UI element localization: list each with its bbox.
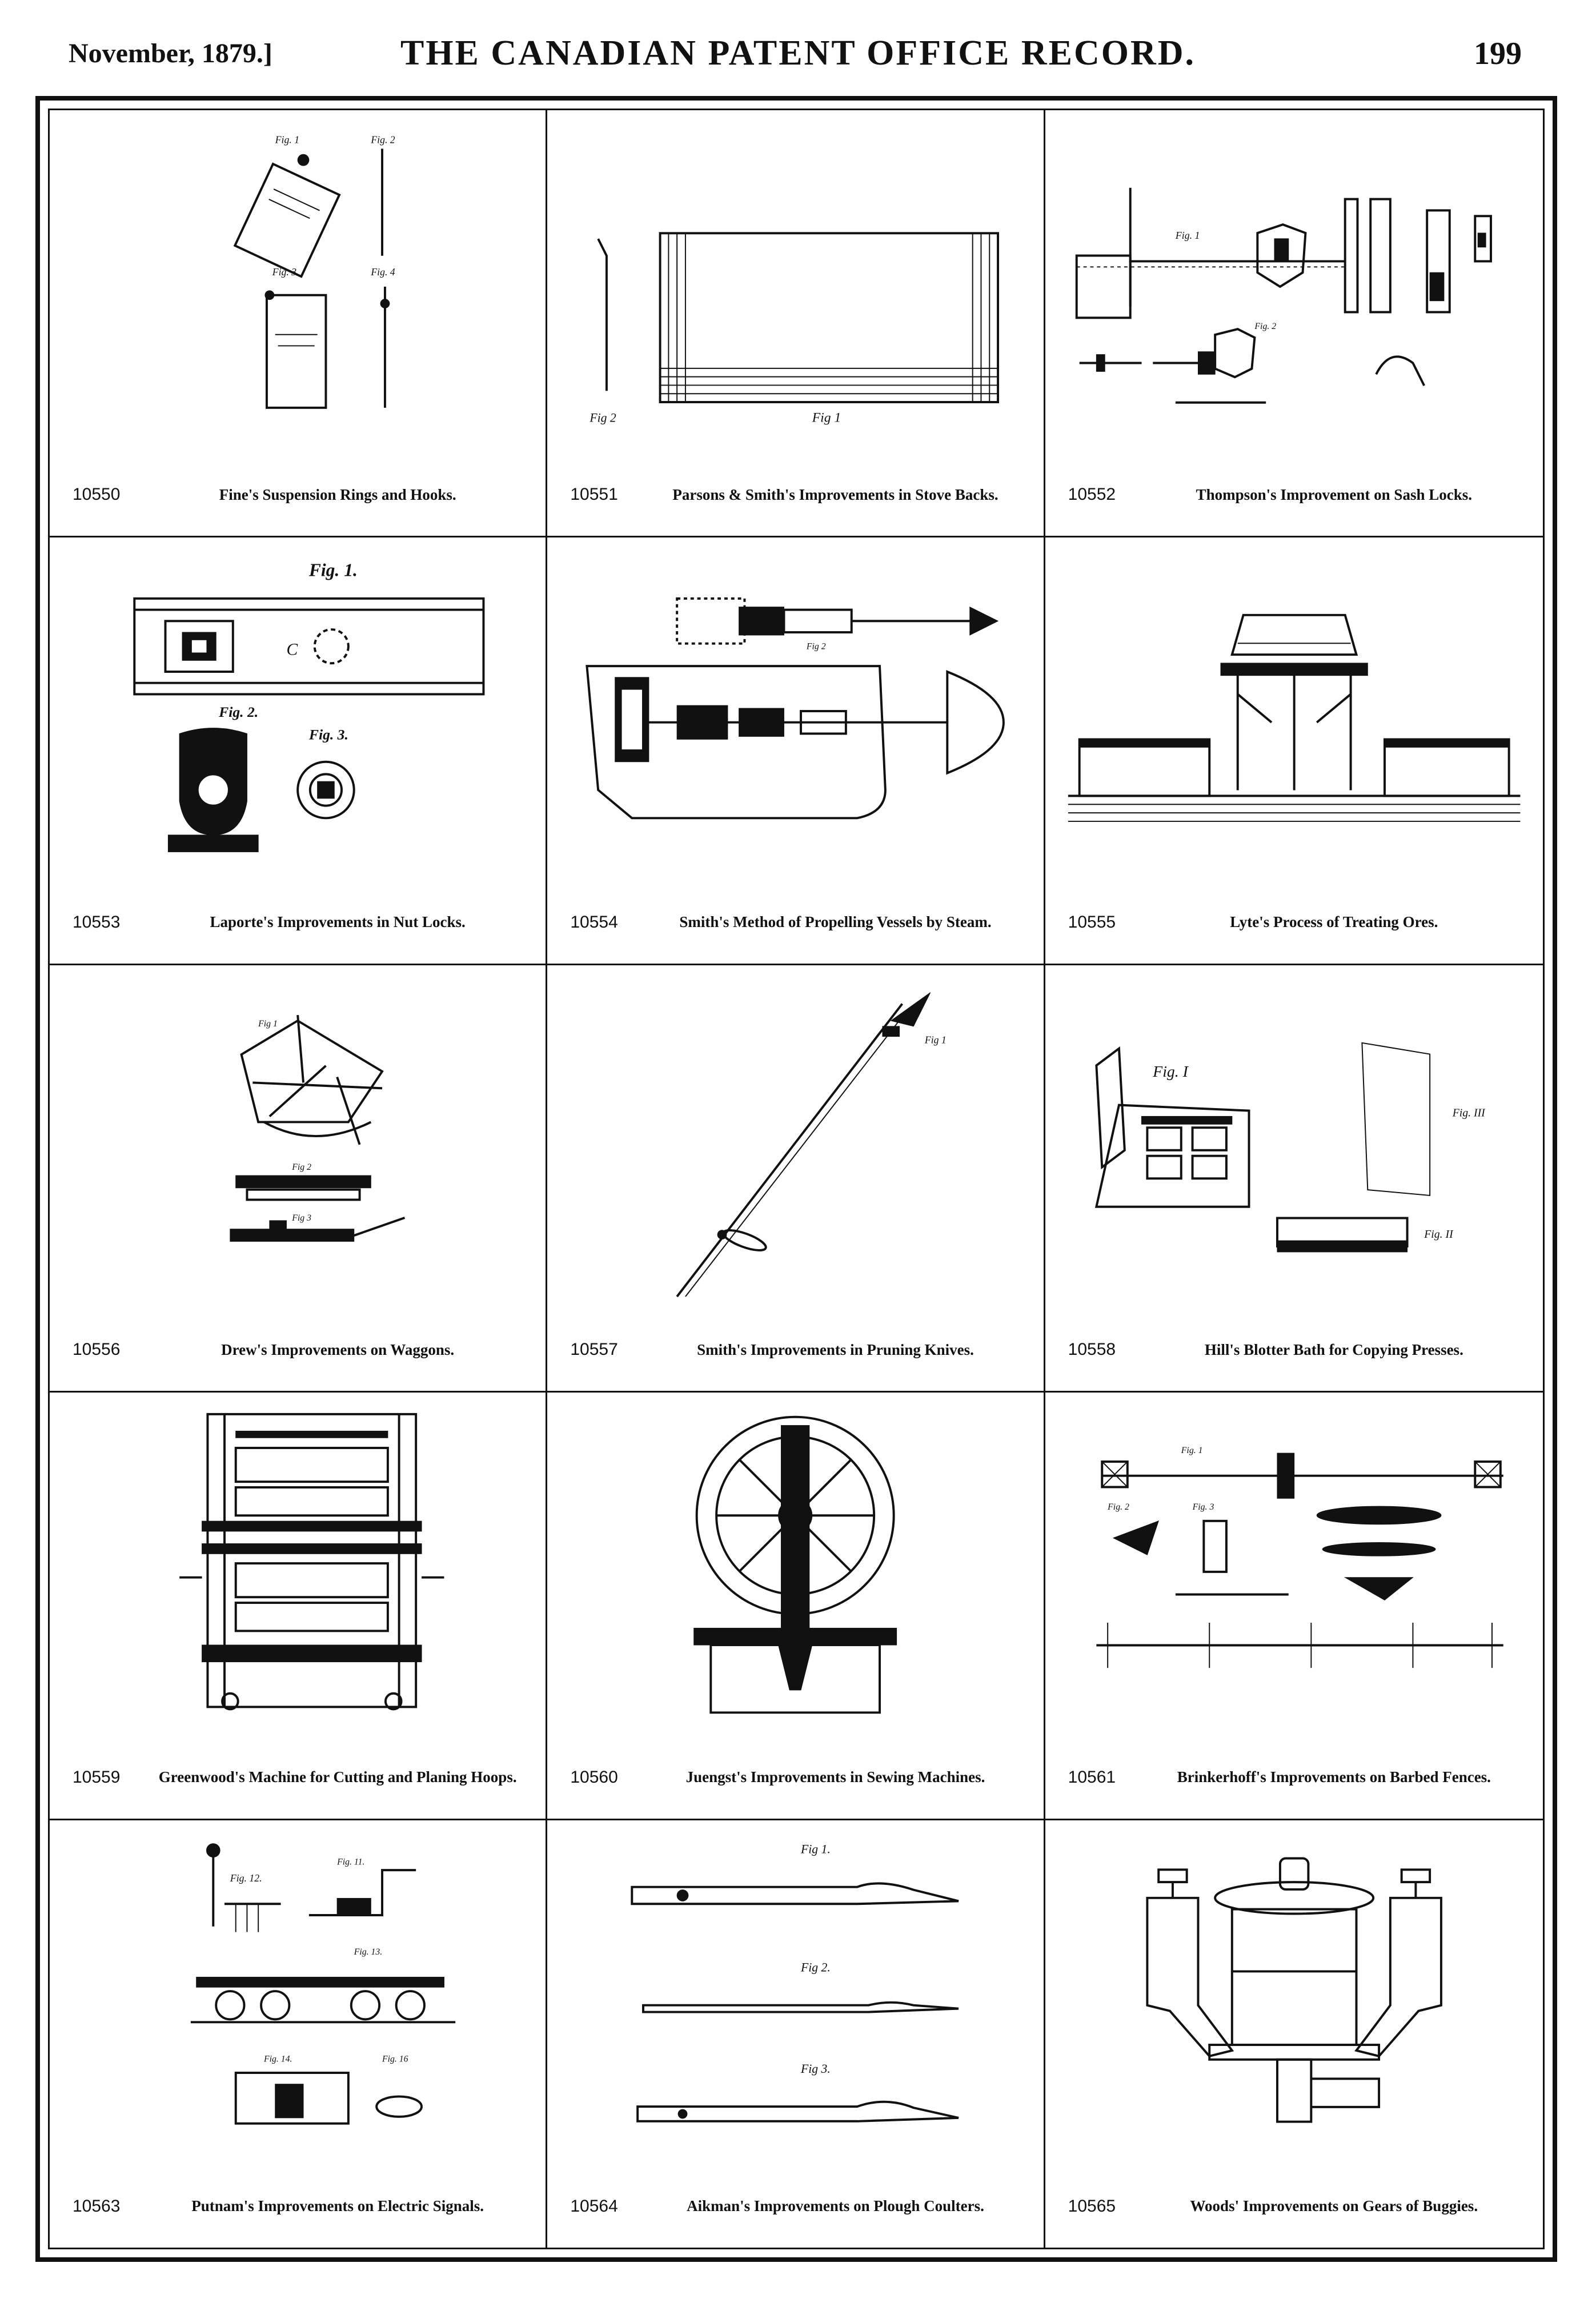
patent-entry-10555: 10555 Lyte's Process of Treating Ores. [1045,537,1543,965]
patent-number: 10565 [1068,2197,1116,2216]
patent-drawing-icon: Fig. 12. Fig. 11. Fig. 13. [67,1834,528,2154]
svg-text:Fig. I: Fig. I [1152,1062,1189,1080]
patent-number: 10552 [1068,485,1116,504]
patent-number: 10555 [1068,912,1116,932]
svg-text:Fig. 16: Fig. 16 [382,2054,408,2064]
patent-entry-10563: Fig. 12. Fig. 11. Fig. 13. [50,1820,548,2248]
patent-title: Putnam's Improvements on Electric Signal… [191,2197,484,2215]
patent-number: 10556 [73,1340,121,1359]
patent-number: 10558 [1068,1340,1116,1359]
svg-text:Fig. 3: Fig. 3 [1192,1502,1214,1512]
svg-text:Fig. 1.: Fig. 1. [308,560,358,580]
patent-drawing-icon [564,1406,1026,1726]
svg-text:Fig. 14.: Fig. 14. [263,2054,292,2064]
patent-entry-10560: 10560 Juengst's Improvements in Sewing M… [547,1393,1045,1820]
patent-number: 10564 [570,2197,618,2216]
svg-text:Fig 2: Fig 2 [806,642,826,652]
patent-title: Aikman's Improvements on Plough Coulters… [687,2197,984,2215]
svg-text:Fig. 1: Fig. 1 [275,134,299,146]
svg-text:Fig 1.: Fig 1. [800,1842,831,1856]
svg-text:Fig 1: Fig 1 [924,1034,947,1045]
patent-title: Drew's Improvements on Waggons. [221,1341,455,1358]
svg-text:Fig. 12.: Fig. 12. [230,1872,262,1883]
svg-text:Fig. 11.: Fig. 11. [336,1857,364,1867]
issue-date: November, 1879.] [69,38,272,69]
patent-grid: Fig. 1 Fig. 2 Fig. 3 Fig. 4 [50,110,1543,2248]
svg-text:Fig. 2: Fig. 2 [1107,1502,1129,1512]
patent-title: Smith's Improvements in Pruning Knives. [697,1341,974,1358]
publication-title: THE CANADIAN PATENT OFFICE RECORD. [400,34,1196,73]
svg-text:Fig 1: Fig 1 [812,411,841,426]
svg-text:Fig. 4: Fig. 4 [370,266,395,278]
patent-title: Lyte's Process of Treating Ores. [1230,913,1438,931]
svg-text:Fig. 3: Fig. 3 [272,266,296,278]
svg-text:Fig. 2.: Fig. 2. [218,704,258,720]
patent-title: Parsons & Smith's Improvements in Stove … [672,486,998,503]
patent-entry-10565: 10565 Woods' Improvements on Gears of Bu… [1045,1820,1543,2248]
patent-entry-10561: Fig. 1 Fig. 2 Fig. 3 [1045,1393,1543,1820]
patent-entry-10558: Fig. I Fig. III Fig. II 10558 Hill's Blo… [1045,965,1543,1393]
patent-drawing-icon: Fig. 1. C Fig. 2. Fig. 3. [67,551,528,871]
patent-drawing-icon: Fig 2 [564,551,1026,871]
patent-title: Fine's Suspension Rings and Hooks. [219,486,456,503]
patent-plate-frame: Fig. 1 Fig. 2 Fig. 3 Fig. 4 [35,96,1557,2262]
patent-number: 10560 [570,1767,618,1787]
patent-number: 10550 [73,485,121,504]
patent-entry-10550: Fig. 1 Fig. 2 Fig. 3 Fig. 4 [50,110,548,538]
patent-drawing-icon: Fig. 1 Fig. 2 [1062,124,1526,444]
svg-text:Fig 3: Fig 3 [291,1213,311,1223]
patent-title: Laporte's Improvements in Nut Locks. [210,913,466,931]
patent-drawing-icon: Fig. 1 Fig. 2 Fig. 3 [1062,1406,1526,1726]
svg-text:Fig 2: Fig 2 [291,1162,311,1172]
svg-text:Fig. 13.: Fig. 13. [354,1947,382,1957]
svg-text:Fig 1: Fig 1 [258,1019,278,1029]
patent-title: Woods' Improvements on Gears of Buggies. [1190,2197,1478,2215]
patent-number: 10563 [73,2197,121,2216]
svg-text:C: C [286,641,298,659]
patent-plate-inner-border: Fig. 1 Fig. 2 Fig. 3 Fig. 4 [48,109,1545,2249]
svg-text:Fig. II: Fig. II [1423,1228,1454,1241]
page-number: 199 [1474,36,1522,71]
patent-drawing-icon [1062,551,1526,871]
patent-entry-10556: Fig 1 Fig 2 Fig 3 [50,965,548,1393]
patent-drawing-icon: Fig 1 Fig 2 Fig 3 [67,979,528,1299]
svg-text:Fig. III: Fig. III [1451,1106,1485,1119]
patent-entry-10557: Fig 1 10557 Smith's Improvements in Prun… [547,965,1045,1393]
patent-drawing-icon [1062,1834,1526,2154]
patent-entry-10553: Fig. 1. C Fig. 2. Fig. 3. [50,537,548,965]
page-header: November, 1879.] THE CANADIAN PATENT OFF… [0,0,1596,86]
patent-entry-10559: 10559 Greenwood's Machine for Cutting an… [50,1393,548,1820]
patent-number: 10559 [73,1767,121,1787]
svg-text:Fig 2.: Fig 2. [800,1960,831,1974]
patent-drawing-icon: Fig 2 Fig 1 [564,124,1026,444]
patent-title: Greenwood's Machine for Cutting and Plan… [158,1768,517,1786]
patent-title: Brinkerhoff's Improvements on Barbed Fen… [1177,1768,1491,1786]
patent-drawing-icon: Fig. 1 Fig. 2 Fig. 3 Fig. 4 [67,124,528,444]
patent-number: 10561 [1068,1767,1116,1787]
patent-entry-10554: Fig 2 10554 Smith's Method of Propelling… [547,537,1045,965]
svg-text:Fig 2: Fig 2 [590,411,617,425]
patent-number: 10553 [73,912,121,932]
svg-text:Fig 3.: Fig 3. [800,2062,831,2076]
patent-title: Smith's Method of Propelling Vessels by … [679,913,992,931]
svg-text:Fig. 1: Fig. 1 [1175,230,1200,241]
patent-number: 10554 [570,912,618,932]
patent-drawing-icon: Fig. I Fig. III Fig. II [1062,979,1526,1299]
patent-title: Juengst's Improvements in Sewing Machine… [685,1768,985,1786]
patent-title: Thompson's Improvement on Sash Locks. [1196,486,1472,503]
patent-drawing-icon: Fig 1. Fig 2. Fig 3. [564,1834,1026,2154]
patent-drawing-icon: Fig 1 [564,979,1026,1299]
patent-entry-10551: Fig 2 Fig 1 [547,110,1045,538]
svg-text:Fig. 2: Fig. 2 [1254,322,1276,331]
svg-text:Fig. 1: Fig. 1 [1180,1446,1202,1455]
patent-number: 10551 [570,485,618,504]
svg-text:Fig. 3.: Fig. 3. [308,727,348,743]
svg-text:Fig. 2: Fig. 2 [370,134,395,146]
patent-title: Hill's Blotter Bath for Copying Presses. [1204,1341,1463,1358]
patent-drawing-icon [67,1406,528,1726]
patent-entry-10564: Fig 1. Fig 2. Fig 3. 10564 Aikman's Impr… [547,1820,1045,2248]
patent-number: 10557 [570,1340,618,1359]
patent-entry-10552: Fig. 1 Fig. 2 [1045,110,1543,538]
